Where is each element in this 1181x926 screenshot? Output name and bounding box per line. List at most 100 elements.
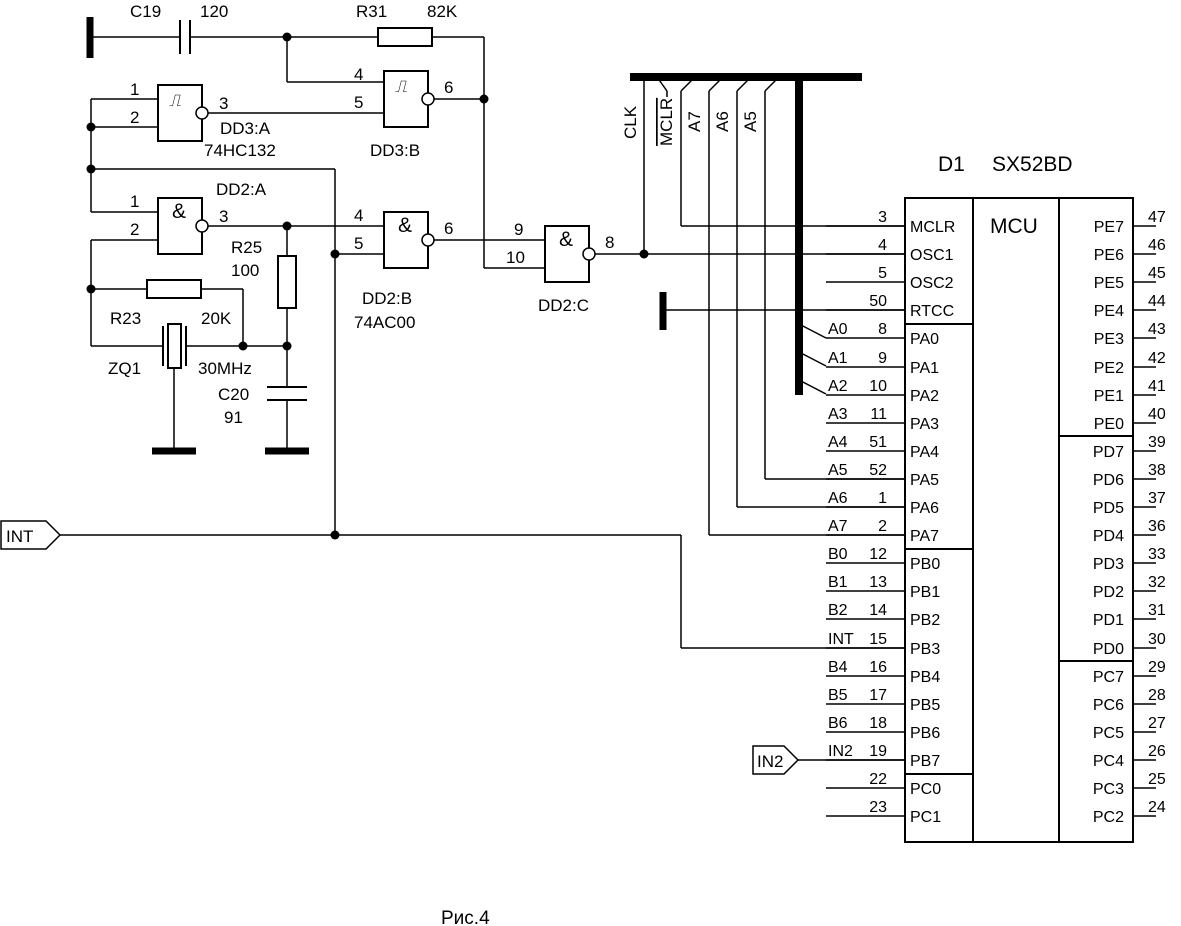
pin-name: PA6 (910, 500, 939, 517)
bus-labels: CLK MCLR A7 A6 A5 (621, 98, 760, 146)
mcu-d1: D1 SX52BD MCU 3MCLR4OSC15OSC250RTCC8PA0A… (826, 153, 1166, 843)
pin-name: PB4 (910, 669, 940, 686)
dd2b-part: 74AC00 (354, 313, 415, 332)
port-in2-label: IN2 (757, 752, 783, 771)
dd2c-pin10: 10 (506, 248, 525, 267)
pin-number: 43 (1148, 321, 1166, 338)
pin-net-label: B6 (828, 715, 848, 732)
pin-name: PD0 (1093, 641, 1124, 658)
pin-name: PC5 (1093, 725, 1124, 742)
pin-net-label: INT (828, 631, 854, 648)
c20-value: 91 (224, 408, 243, 427)
pin-net-label: A7 (828, 518, 848, 535)
pin-number: 45 (1148, 265, 1166, 282)
port-int: INT (0, 520, 62, 550)
pin-number: 37 (1148, 490, 1166, 507)
pin-number: 17 (869, 687, 887, 704)
pin-name: PE1 (1094, 388, 1124, 405)
dd3a-pin1: 1 (130, 80, 139, 99)
pin-number: 41 (1148, 378, 1166, 395)
gate-dd2c: & 9 10 8 DD2:C (506, 220, 614, 315)
dd3a-ref: DD3:A (220, 119, 271, 138)
pin-name: PE2 (1094, 360, 1124, 377)
pin-number: 8 (878, 321, 887, 338)
pin-number: 36 (1148, 518, 1166, 535)
r23-ref: R23 (110, 309, 141, 328)
pin-name: PD5 (1093, 500, 1124, 517)
pin-name: PC7 (1093, 669, 1124, 686)
pin-name: PB1 (910, 584, 940, 601)
pin-name: PE4 (1094, 303, 1124, 320)
pin-number: 14 (869, 602, 887, 619)
dd2c-ref: DD2:C (538, 296, 589, 315)
bus-label-a7: A7 (685, 111, 704, 132)
crystal-zq1: ZQ1 30MHz (108, 323, 252, 378)
and-icon: & (559, 228, 573, 251)
pin-number: 25 (1148, 771, 1166, 788)
pin-net-label: A1 (828, 350, 848, 367)
pin-name: PC3 (1093, 781, 1124, 798)
dd2b-pin5: 5 (354, 234, 363, 253)
bus-label-mclr: MCLR (657, 98, 676, 146)
pin-name: PA2 (910, 388, 939, 405)
pin-name: PD4 (1093, 528, 1124, 545)
r31-ref: R31 (356, 2, 387, 21)
pin-name: PA4 (910, 444, 939, 461)
bus-label-a5: A5 (741, 111, 760, 132)
pin-number: 4 (878, 237, 887, 254)
pin-name: PE5 (1094, 275, 1124, 292)
pin-name: PC2 (1093, 809, 1124, 826)
dd2b-pin6: 6 (444, 219, 453, 238)
pin-name: PA1 (910, 360, 939, 377)
pin-number: 11 (870, 406, 887, 423)
dd2c-pin9: 9 (514, 220, 523, 239)
dd3b-pin4: 4 (354, 65, 363, 84)
pin-name: PD7 (1093, 444, 1124, 461)
pin-net-label: A2 (828, 378, 848, 395)
pin-name: PC0 (910, 781, 941, 798)
pin-number: 50 (869, 293, 887, 310)
pin-number: 39 (1148, 434, 1166, 451)
gate-dd2b: & 4 5 6 DD2:B 74AC00 (354, 206, 453, 332)
pin-name: PD3 (1093, 556, 1124, 573)
pin-name: PA5 (910, 472, 939, 489)
port-int-label: INT (6, 527, 33, 546)
pin-number: 15 (869, 631, 887, 648)
pin-name: PB3 (910, 641, 940, 658)
pin-number: 19 (869, 743, 887, 760)
pin-name: RTCC (910, 303, 954, 320)
pin-number: 32 (1148, 574, 1166, 591)
pin-number: 26 (1148, 743, 1166, 760)
dd3b-ref: DD3:B (370, 141, 420, 160)
pin-net-label: A0 (828, 321, 848, 338)
pin-name: PB6 (910, 725, 940, 742)
pin-number: 16 (869, 659, 887, 676)
pin-name: PC4 (1093, 753, 1124, 770)
pin-number: 38 (1148, 462, 1166, 479)
pin-name: PD1 (1093, 612, 1124, 629)
